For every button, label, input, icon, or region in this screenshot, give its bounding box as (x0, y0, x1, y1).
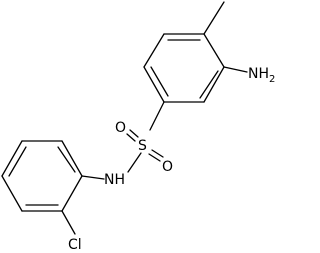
nh-label: NH (104, 172, 125, 188)
bond-sulfur-nitrogen (127, 152, 142, 173)
background (0, 0, 286, 253)
bond-ring-sulfur (149, 101, 165, 131)
bond-nitrogen-ring (81, 175, 105, 180)
structure-canvas: NH2 S O O NH Cl (0, 0, 286, 253)
oxygen-top-label: O (115, 120, 126, 136)
oxygen-bottom-label: O (162, 159, 173, 175)
s-o-top-bond-a (129, 129, 139, 138)
amino-bond (223, 66, 248, 73)
s-o-top-bond-b (126, 133, 136, 142)
s-o-bottom-bond-a (151, 149, 164, 158)
bond-d4-d5 (1, 175, 23, 212)
bond-c4-c5-inner (150, 66, 169, 97)
upper-benzene-ring (143, 33, 225, 103)
lower-benzene-ring (1, 140, 83, 212)
bond-c4-c5 (143, 66, 165, 103)
amino-label: NH2 (248, 66, 275, 85)
bond-c2-c3 (203, 66, 225, 103)
chlorine-label: Cl (68, 237, 82, 253)
bond-ring-chlorine (61, 210, 76, 235)
bond-d1-d2-inner (57, 146, 76, 173)
sulfur-label: S (138, 138, 147, 154)
bond-c2-c3-inner (199, 70, 219, 99)
bond-c1-c2 (203, 33, 225, 68)
bond-d3-d4 (1, 140, 23, 177)
bond-d6-d1 (61, 175, 83, 212)
bond-d3-d4-inner (8, 146, 27, 177)
bond-d1-d2 (61, 140, 83, 177)
sulfonyl-oxygen-bonds (126, 129, 164, 162)
molecule-structure: NH2 S O O NH Cl (0, 0, 286, 253)
s-o-bottom-bond-b (148, 153, 161, 162)
bond-c5-c6 (143, 33, 165, 68)
methyl-bond (203, 1, 225, 35)
